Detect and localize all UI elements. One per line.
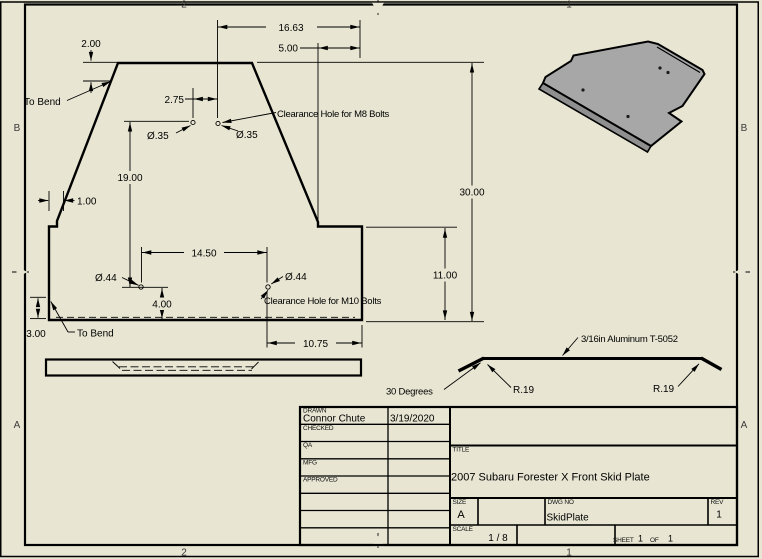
dim-text-11-00: 11.00 xyxy=(433,271,458,282)
callout-to-bend-top: To Bend xyxy=(24,81,111,108)
dim-text-5-00: 5.00 xyxy=(279,44,299,55)
callout-dia-44-right: Ø.44 xyxy=(271,272,307,285)
title-label: TITLE xyxy=(453,447,471,454)
bend-angle-text: 30 Degrees xyxy=(386,387,433,398)
material-note-text: 3/16in Aluminum T-5052 xyxy=(581,334,678,345)
dim-text-14-50: 14.50 xyxy=(191,249,216,260)
zone-center-arrow-right xyxy=(733,266,750,278)
zone-center-arrow-top xyxy=(372,0,384,15)
zone-label-bottom-2: 2 xyxy=(181,548,187,559)
zone-label-top-1: 1 xyxy=(566,0,572,11)
dimension-4-00: 4.00 xyxy=(122,286,179,319)
dwg-no-label: DWG NO xyxy=(548,499,574,506)
dimension-16-63: 16.63 xyxy=(217,20,361,118)
title-block: DRAWN Connor Chute 3/19/2020 CHECKED QA … xyxy=(298,405,739,547)
hole-m8-right xyxy=(215,120,221,127)
zone-center-arrow-left xyxy=(12,266,29,278)
dimension-1-00: 1.00 xyxy=(38,191,97,211)
hole-m8-left xyxy=(190,119,196,126)
flat-pattern-view xyxy=(44,358,363,377)
dim-text-30-00: 30.00 xyxy=(459,188,484,199)
callout-m8-note: Clearance Hole for M8 Bolts xyxy=(222,109,390,124)
zone-label-right-a: A xyxy=(741,420,748,431)
to-bend-bottom-text: To Bend xyxy=(77,329,114,340)
drawn-date: 3/19/2020 xyxy=(390,414,435,425)
dim-text-2-75: 2.75 xyxy=(165,95,185,106)
zone-label-top-2: 2 xyxy=(181,0,187,11)
iso-hole xyxy=(626,114,630,119)
callout-to-bend-bottom: To Bend xyxy=(50,301,114,340)
drawn-label: DRAWN xyxy=(303,408,327,415)
dim-text-4-00: 4.00 xyxy=(152,300,172,311)
drawing-title: 2007 Subaru Forester X Front Skid Plate xyxy=(451,472,650,484)
sheet-label: SHEET xyxy=(613,537,634,544)
iso-view xyxy=(537,40,706,154)
drawn-name: Connor Chute xyxy=(303,414,366,425)
radius-right-text: R.19 xyxy=(653,384,675,395)
front-view-outline xyxy=(47,61,364,322)
dim-text-16-63: 16.63 xyxy=(278,23,303,34)
dimension-19-00: 19.00 xyxy=(112,120,189,287)
rev-value: 1 xyxy=(716,510,722,521)
callout-dia-35-right: Ø.35 xyxy=(221,125,258,141)
dimension-2-00: 2.00 xyxy=(81,39,117,93)
dimension-5-00: 5.00 xyxy=(279,43,360,220)
m10-note-text: Clearance Hole for M10 Bolts xyxy=(264,296,382,307)
callout-dia-44-left: Ø.44 xyxy=(95,273,139,286)
callout-m10-note: Clearance Hole for M10 Bolts xyxy=(260,290,382,307)
dim-text-19-00: 19.00 xyxy=(117,173,142,184)
approved-label: APPROVED xyxy=(303,477,338,484)
dimension-3-00: 3.00 xyxy=(26,296,46,340)
callout-dia-35-left: Ø.35 xyxy=(147,125,191,142)
dia-35-left-text: Ø.35 xyxy=(147,131,169,142)
dia-44-left-text: Ø.44 xyxy=(95,273,117,284)
iso-top-face xyxy=(541,40,706,148)
iso-hole xyxy=(658,66,662,70)
rev-label: REV xyxy=(711,499,725,506)
dimension-30-00: 30.00 xyxy=(257,61,492,323)
scale-value: 1 / 8 xyxy=(488,533,508,544)
radius-left-text: R.19 xyxy=(513,385,535,396)
sheet-of-number: 1 xyxy=(668,534,673,544)
hole-m10-right xyxy=(265,284,271,290)
qa-label: QA xyxy=(303,442,313,449)
dim-text-10-75: 10.75 xyxy=(303,339,328,350)
m8-note-text: Clearance Hole for M8 Bolts xyxy=(277,109,390,120)
size-value: A xyxy=(457,509,465,521)
zone-label-right-b: B xyxy=(741,123,748,134)
sheet-of-label: OF xyxy=(650,537,659,544)
dia-35-right-text: Ø.35 xyxy=(236,130,258,141)
zone-label-bottom-1: 1 xyxy=(566,548,572,559)
dim-text-2-00: 2.00 xyxy=(81,39,101,50)
zone-label-left-b: B xyxy=(14,123,21,134)
dwg-no-value: SkidPlate xyxy=(547,513,590,524)
dim-text-1-00: 1.00 xyxy=(77,197,97,208)
dimension-14-50: 14.50 xyxy=(141,246,268,283)
iso-hole xyxy=(581,88,585,92)
size-label: SIZE xyxy=(453,499,468,506)
iso-hole xyxy=(666,70,670,75)
checked-label: CHECKED xyxy=(303,425,334,432)
callout-radius-left: R.19 xyxy=(487,364,535,396)
dimension-11-00: 11.00 xyxy=(366,226,464,320)
to-bend-top-text: To Bend xyxy=(24,97,61,108)
mfg-label: MFG xyxy=(303,459,317,466)
side-view: 3/16in Aluminum T-5052 30 Degrees R.19 R… xyxy=(386,334,723,398)
dimension-2-75: 2.75 xyxy=(165,88,218,118)
zone-label-left-a: A xyxy=(14,420,21,431)
front-view-dimensions: 2.00 16.63 5.00 2.75 Ø.35 xyxy=(24,20,492,350)
callout-material: 3/16in Aluminum T-5052 xyxy=(562,334,678,356)
dimension-10-75: 10.75 xyxy=(266,291,363,350)
sheet-number: 1 xyxy=(638,534,643,544)
scale-label: SCALE xyxy=(453,526,474,533)
dim-text-3-00: 3.00 xyxy=(26,329,46,340)
dia-44-right-text: Ø.44 xyxy=(285,272,307,283)
callout-bend-angle: 30 Degrees xyxy=(386,362,481,398)
callout-radius-right: R.19 xyxy=(653,363,700,395)
